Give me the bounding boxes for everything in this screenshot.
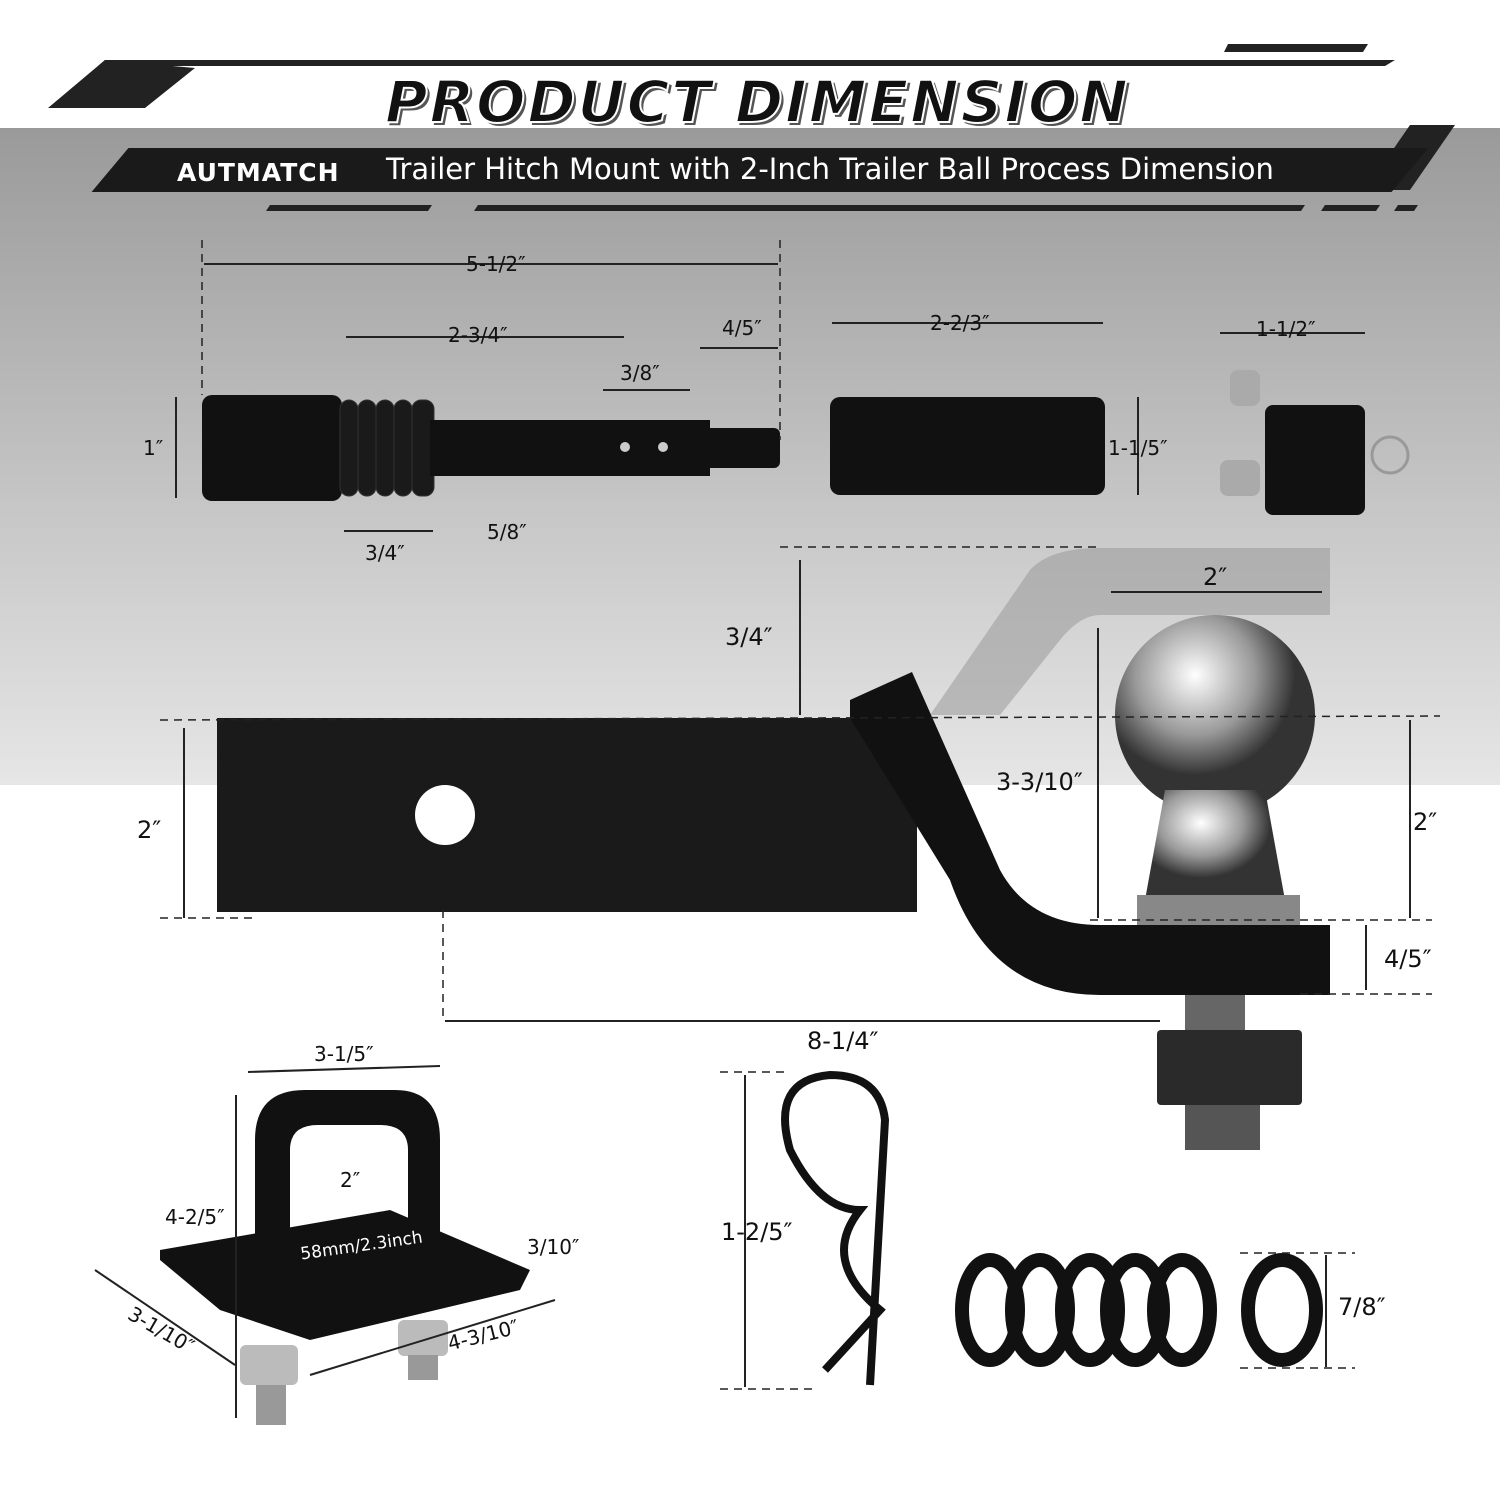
subtitle: Trailer Hitch Mount with 2-Inch Trailer … bbox=[386, 152, 1274, 186]
pin-shaft-diameter-label: 5/8″ bbox=[487, 520, 527, 544]
pin-spring-length-label: 3/4″ bbox=[365, 541, 405, 565]
hitch-tie-down bbox=[160, 1090, 530, 1425]
pin-hole bbox=[415, 785, 475, 845]
ghost-raised-mount bbox=[930, 548, 1330, 715]
ball-mount bbox=[217, 672, 1330, 995]
pin-shaft-length-label: 2-3/4″ bbox=[448, 323, 508, 347]
hitch-pin bbox=[202, 395, 780, 501]
mount-length-label: 8-1/4″ bbox=[807, 1027, 879, 1055]
pin-hole-spacing-label: 3/8″ bbox=[620, 361, 660, 385]
ball-height-label: 3-3/10″ bbox=[996, 768, 1083, 796]
tiedown-plate-thickness-label: 3/10″ bbox=[527, 1235, 580, 1259]
clip-height-label: 1-2/5″ bbox=[721, 1218, 793, 1246]
page-title: PRODUCT DIMENSION bbox=[384, 67, 1130, 137]
header-stripe bbox=[98, 60, 1395, 66]
pin-tip-length-label: 4/5″ bbox=[722, 316, 762, 340]
dimension-lines bbox=[94, 263, 1411, 1418]
keys-width-label: 1-1/2″ bbox=[1256, 317, 1316, 341]
tiedown-height-label: 4-2/5″ bbox=[165, 1205, 225, 1229]
hair-pin-clip bbox=[781, 1070, 890, 1386]
oring-diameter-label: 7/8″ bbox=[1338, 1293, 1386, 1321]
trailer-ball bbox=[1115, 615, 1315, 1150]
tiedown-inner-width-label: 2″ bbox=[340, 1168, 361, 1192]
shank-height-label: 2″ bbox=[137, 816, 162, 844]
tiedown-width-label: 3-1/5″ bbox=[314, 1042, 374, 1066]
header-stripe-bottom bbox=[266, 205, 432, 211]
ball-diameter-label: 2″ bbox=[1203, 563, 1228, 591]
pin-head-diameter-label: 1″ bbox=[143, 436, 164, 460]
brand-logo: AUTMATCH bbox=[177, 158, 340, 187]
header-stripe-top bbox=[1224, 44, 1368, 52]
platform-thickness-label: 4/5″ bbox=[1384, 945, 1432, 973]
lock-length-label: 2-2/3″ bbox=[930, 311, 990, 335]
barrel-lock bbox=[830, 397, 1105, 495]
header-stripe-left bbox=[48, 60, 195, 108]
pin-overall-length-label: 5-1/2″ bbox=[466, 252, 526, 276]
mount-rise-label: 3/4″ bbox=[725, 623, 773, 651]
lock-diameter-label: 1-1/5″ bbox=[1108, 436, 1168, 460]
extension-lines bbox=[159, 240, 1441, 1390]
ball-rise-right-label: 2″ bbox=[1413, 808, 1438, 836]
keys bbox=[1220, 370, 1410, 515]
o-rings bbox=[955, 1253, 1323, 1367]
